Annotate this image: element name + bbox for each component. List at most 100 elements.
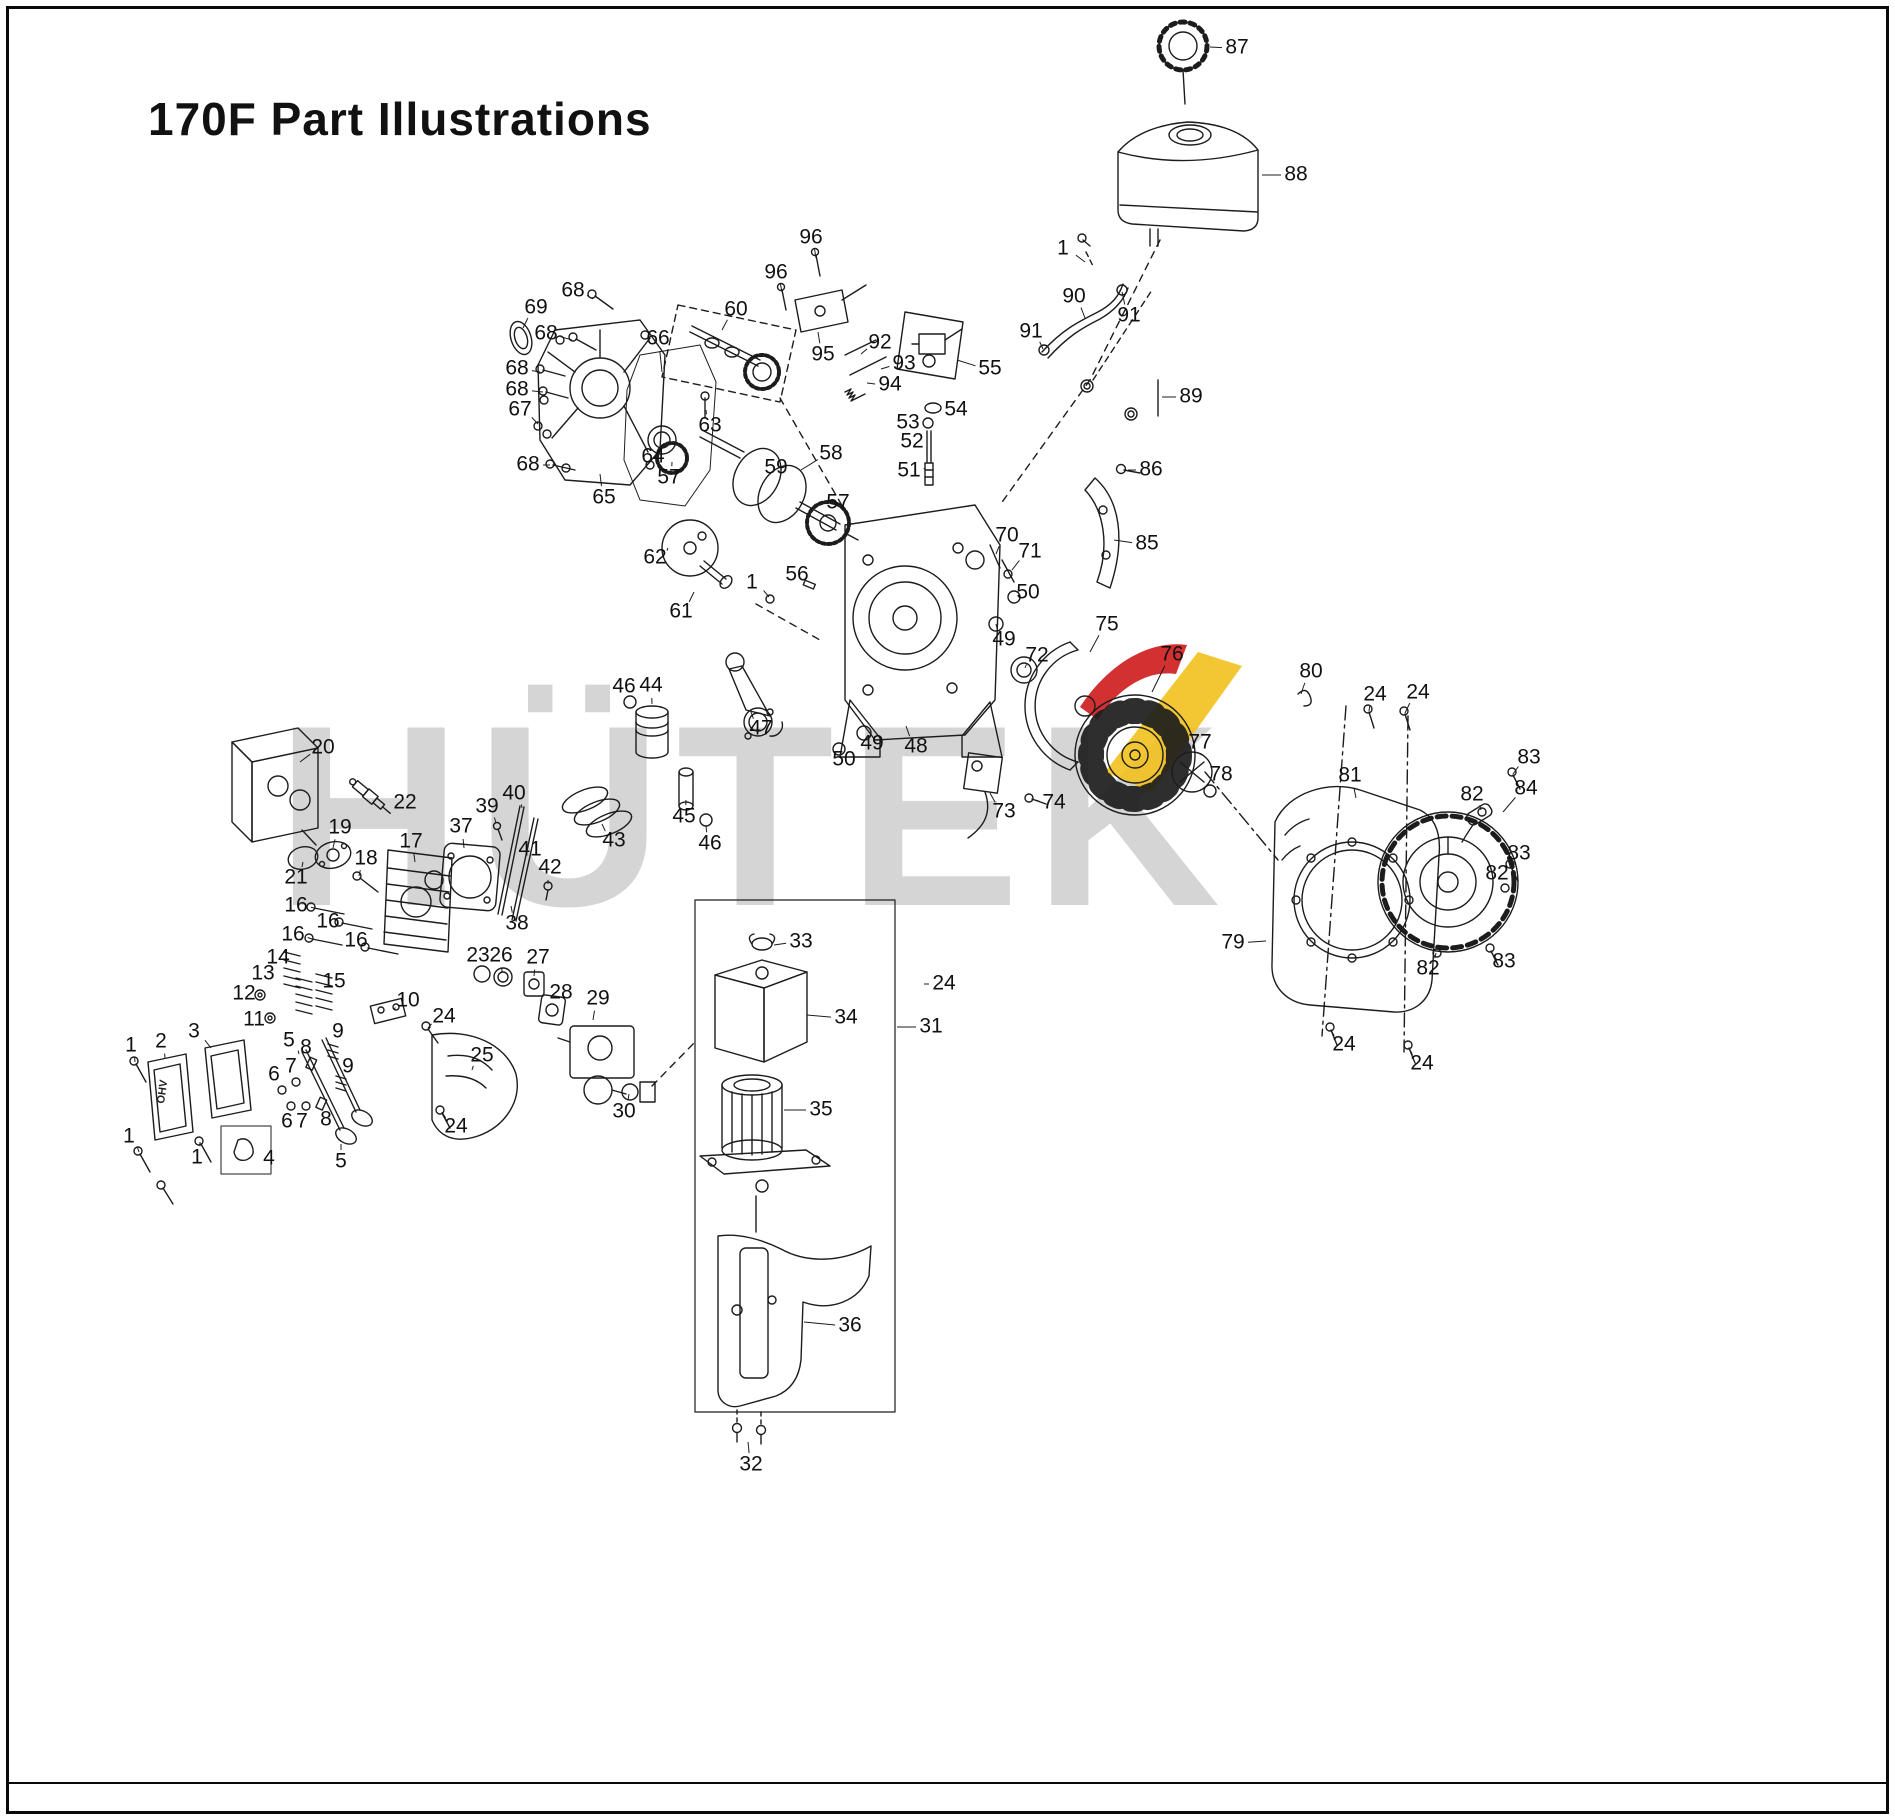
label-leader-line (510, 905, 513, 913)
case-small-parts (832, 544, 1038, 756)
part-number-label: 24 (1406, 681, 1430, 704)
part-number-label: 8 (320, 1108, 332, 1131)
recoil-starter (1377, 803, 1519, 953)
part-number-label: 21 (284, 866, 307, 889)
watermark: HÜTEK (276, 644, 1242, 960)
part-number-label: 37 (449, 815, 472, 838)
label-leader-line (1075, 254, 1086, 263)
label-leader-line (307, 937, 313, 940)
part-number-label: 89 (1179, 385, 1202, 408)
part-number-label: 33 (789, 930, 812, 953)
part-number-label: 83 (1507, 842, 1530, 865)
part-number-label: 30 (612, 1100, 635, 1123)
intake-shroud (717, 1234, 872, 1408)
part-number-label: 1 (1057, 237, 1069, 260)
part-number-label: 13 (251, 962, 274, 985)
fuel-line (1038, 233, 1129, 359)
label-leader-line (1434, 952, 1437, 959)
label-leader-line (1089, 634, 1100, 653)
part-number-label: 82 (1460, 783, 1483, 806)
camshaft-assembly (661, 304, 797, 419)
label-leader-line (493, 817, 497, 824)
part-number-label: 91 (1019, 320, 1042, 343)
part-number-label: 56 (785, 563, 808, 586)
guide-plate (1084, 463, 1141, 589)
footer-divider (9, 1782, 1886, 1784)
label-leader-line (1368, 706, 1371, 712)
label-leader-line (1034, 799, 1040, 802)
part-number-label: 61 (669, 600, 692, 623)
part-number-label: 26 (489, 944, 512, 967)
part-number-label: 80 (1299, 660, 1322, 683)
label-leader-line (471, 1065, 474, 1071)
part-number-label: 59 (764, 456, 787, 479)
part-number-label: 50 (1016, 581, 1039, 604)
fan-cover (1271, 785, 1441, 1013)
label-leader-line (1151, 665, 1166, 693)
part-number-label: 7 (296, 1110, 308, 1133)
part-number-label: 81 (1338, 764, 1361, 787)
label-leader-line (462, 838, 465, 849)
part-number-label: 19 (328, 816, 351, 839)
part-number-label: 54 (944, 398, 968, 421)
label-leader-line (817, 331, 821, 344)
part-number-label: 96 (764, 261, 787, 284)
fuel-tank-mount-links (999, 239, 1161, 506)
label-leader-line (1408, 1047, 1413, 1055)
part-number-label: 68 (534, 322, 557, 345)
label-leader-line (1353, 787, 1357, 799)
label-leader-line (301, 861, 304, 868)
valves (277, 1037, 373, 1145)
part-number-label: 39 (475, 795, 498, 818)
label-leader-line (688, 591, 695, 603)
label-leader-line (763, 590, 770, 598)
part-number-label: 47 (749, 717, 772, 740)
part-number-label: 63 (698, 414, 721, 437)
label-leader-line (1209, 46, 1223, 49)
heat-shield (421, 1021, 518, 1140)
oil-seal (509, 320, 533, 356)
label-leader-line (780, 284, 783, 293)
fuel-tank (1117, 121, 1259, 247)
part-number-label: 24 (444, 1115, 468, 1138)
part-number-label: 79 (1221, 931, 1244, 954)
label-leader-line (1404, 702, 1411, 714)
part-number-label: 44 (639, 674, 663, 697)
part-number-label: 68 (561, 279, 584, 302)
part-number-label: 88 (1284, 163, 1307, 186)
label-leader-line (627, 1093, 630, 1101)
part-number-label: 65 (592, 486, 615, 509)
part-number-label: 22 (393, 791, 416, 814)
label-leader-line (1024, 664, 1027, 669)
part-number-label: 6 (281, 1110, 293, 1133)
cover-bolts (533, 289, 614, 471)
part-number-label: 7 (285, 1055, 297, 1078)
part-number-label: 11 (243, 1008, 265, 1031)
part-number-label: 5 (335, 1150, 347, 1173)
part-number-label: 24 (432, 1005, 456, 1028)
label-leader-line (413, 853, 416, 863)
part-number-label: 83 (1517, 746, 1540, 769)
label-leader-line (531, 390, 544, 393)
part-number-label: 82 (1485, 862, 1508, 885)
crankshaft-assembly (655, 430, 859, 546)
part-number-label: 9 (332, 1020, 344, 1043)
part-number-label: 60 (724, 298, 747, 321)
label-leader-line (297, 1050, 300, 1055)
part-number-label: 15 (322, 970, 345, 993)
label-leader-line (204, 1039, 212, 1049)
part-number-label: 46 (698, 832, 721, 855)
part-number-label: 74 (1042, 791, 1066, 814)
part-number-label: 95 (811, 343, 834, 366)
label-leader-line (427, 1023, 432, 1029)
label-leader-line (136, 1146, 140, 1153)
part-number-label: 18 (354, 847, 377, 870)
carburetor (557, 1025, 656, 1105)
label-leader-line (666, 547, 669, 551)
part-number-label: 1 (123, 1125, 135, 1148)
label-leader-line (995, 546, 1000, 555)
part-number-label: 67 (508, 398, 531, 421)
label-leader-line (332, 839, 336, 849)
label-leader-line (995, 623, 998, 630)
part-number-label: 35 (809, 1098, 832, 1121)
